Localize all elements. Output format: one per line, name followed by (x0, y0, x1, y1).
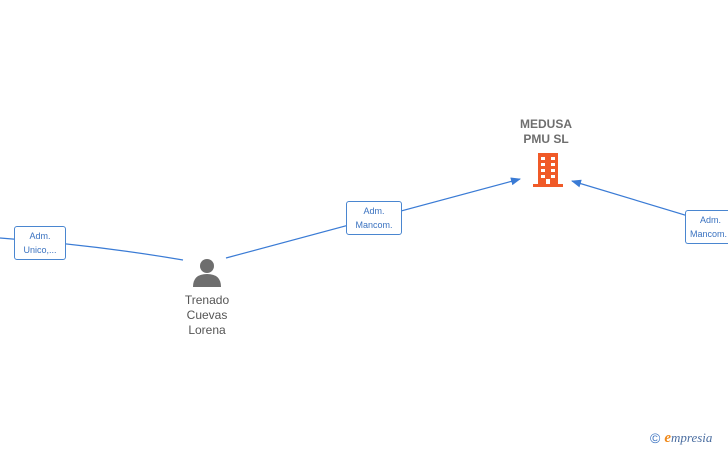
edge-label-right-company[interactable]: Adm. Mancom. (685, 210, 728, 244)
empresia-logo: empresia (664, 430, 712, 447)
edge-label-line1: Adm. (363, 206, 385, 216)
brand-rest: mpresia (671, 429, 713, 445)
company-name-line1: MEDUSA (519, 117, 572, 131)
edge-label-line2: Mancom. (690, 229, 728, 239)
copyright-symbol: © (650, 430, 661, 446)
person-name-line1: Trenado (184, 293, 230, 307)
company-name-label: MEDUSA PMU SL (496, 117, 596, 147)
edge-label-person-company[interactable]: Adm. Mancom. (346, 201, 402, 235)
person-name-label: Trenado Cuevas Lorena (157, 293, 257, 338)
person-name-line2: Cuevas (186, 308, 228, 322)
edge-label-line1: Adm. (29, 231, 51, 241)
person-name-line3: Lorena (188, 323, 226, 337)
building-icon[interactable] (532, 152, 564, 187)
empresia-watermark: © empresia (650, 428, 712, 448)
edge-label-line1: Adm. (700, 215, 722, 225)
edge-label-left-person[interactable]: Adm. Unico,... (14, 226, 66, 260)
edge-label-line2: Unico,... (23, 245, 57, 255)
company-name-line2: PMU SL (523, 132, 569, 146)
brand-initial: e (664, 429, 671, 446)
person-icon[interactable] (192, 257, 222, 287)
edge-label-line2: Mancom. (355, 220, 393, 230)
